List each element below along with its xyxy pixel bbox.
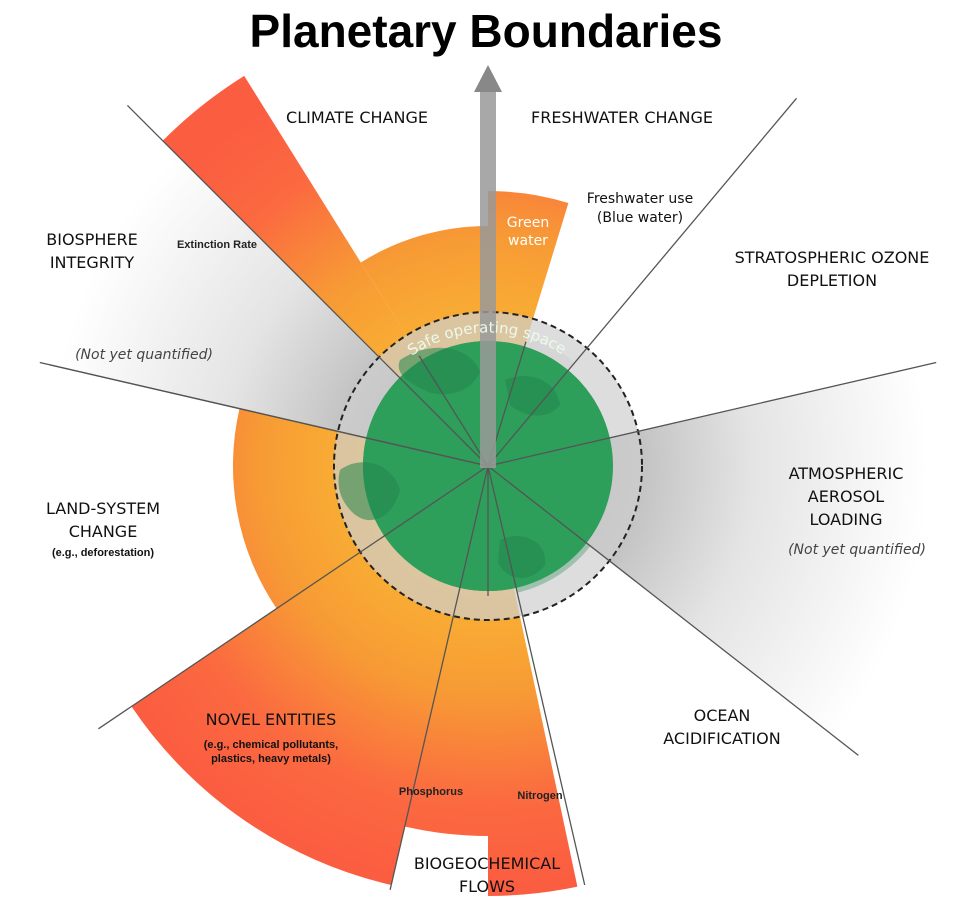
label-novel-entities-sub-2: plastics, heavy metals) xyxy=(211,753,331,765)
label-biosphere-1: BIOSPHERE xyxy=(46,230,137,249)
label-ocean-1: OCEAN xyxy=(694,706,751,725)
sector-dividers xyxy=(39,97,937,891)
label-green-water-2: water xyxy=(508,233,548,249)
label-biosphere-not-quantified: (Not yet quantified) xyxy=(75,347,213,363)
label-extinction-rate: Extinction Rate xyxy=(177,239,257,251)
divider-line-8 xyxy=(98,465,489,730)
label-land-system-sub: (e.g., deforestation) xyxy=(52,547,154,559)
divider-line-3 xyxy=(487,97,797,467)
label-biogeochemical-2: FLOWS xyxy=(459,877,515,896)
label-novel-entities-sub-1: (e.g., chemical pollutants, xyxy=(204,739,338,751)
divider-line-9 xyxy=(49,364,489,467)
label-land-system-1: LAND-SYSTEM xyxy=(46,499,160,518)
label-aerosol-2: AEROSOL xyxy=(808,487,885,506)
label-aerosol-1: ATMOSPHERIC xyxy=(789,464,904,483)
label-land-system-2: CHANGE xyxy=(69,522,138,541)
label-ozone-1: STRATOSPHERIC OZONE xyxy=(735,248,930,267)
label-novel-entities: NOVEL ENTITIES xyxy=(206,710,337,729)
divider-line-4 xyxy=(487,361,937,467)
globe-landmass xyxy=(338,347,560,578)
divider-line-10 xyxy=(418,355,489,467)
label-biosphere-2: INTEGRITY xyxy=(50,253,135,272)
label-nitrogen: Nitrogen xyxy=(517,790,563,802)
label-freshwater-use-1: Freshwater use xyxy=(587,191,693,207)
label-green-water-1: Green xyxy=(507,215,549,231)
label-biogeochemical-1: BIOGEOCHEMICAL xyxy=(414,854,560,873)
label-climate-change: CLIMATE CHANGE xyxy=(286,108,428,127)
label-freshwater-use-2: (Blue water) xyxy=(597,210,683,226)
label-aerosol-not-quantified: (Not yet quantified) xyxy=(788,542,926,558)
label-aerosol-3: LOADING xyxy=(809,510,882,529)
label-ocean-2: ACIDIFICATION xyxy=(663,729,780,748)
label-phosphorus: Phosphorus xyxy=(399,786,463,798)
divider-line-7 xyxy=(389,465,489,891)
label-ozone-2: DEPLETION xyxy=(787,271,877,290)
increasing-risk-label: Increasing risk xyxy=(461,121,476,216)
label-freshwater-change: FRESHWATER CHANGE xyxy=(531,108,713,127)
diagram-title: Planetary Boundaries xyxy=(250,5,723,57)
increasing-risk-arrow: Increasing risk xyxy=(461,65,502,468)
divider-line-5 xyxy=(487,465,859,756)
divider-line-6 xyxy=(487,465,586,886)
divider-line-1 xyxy=(126,104,489,467)
